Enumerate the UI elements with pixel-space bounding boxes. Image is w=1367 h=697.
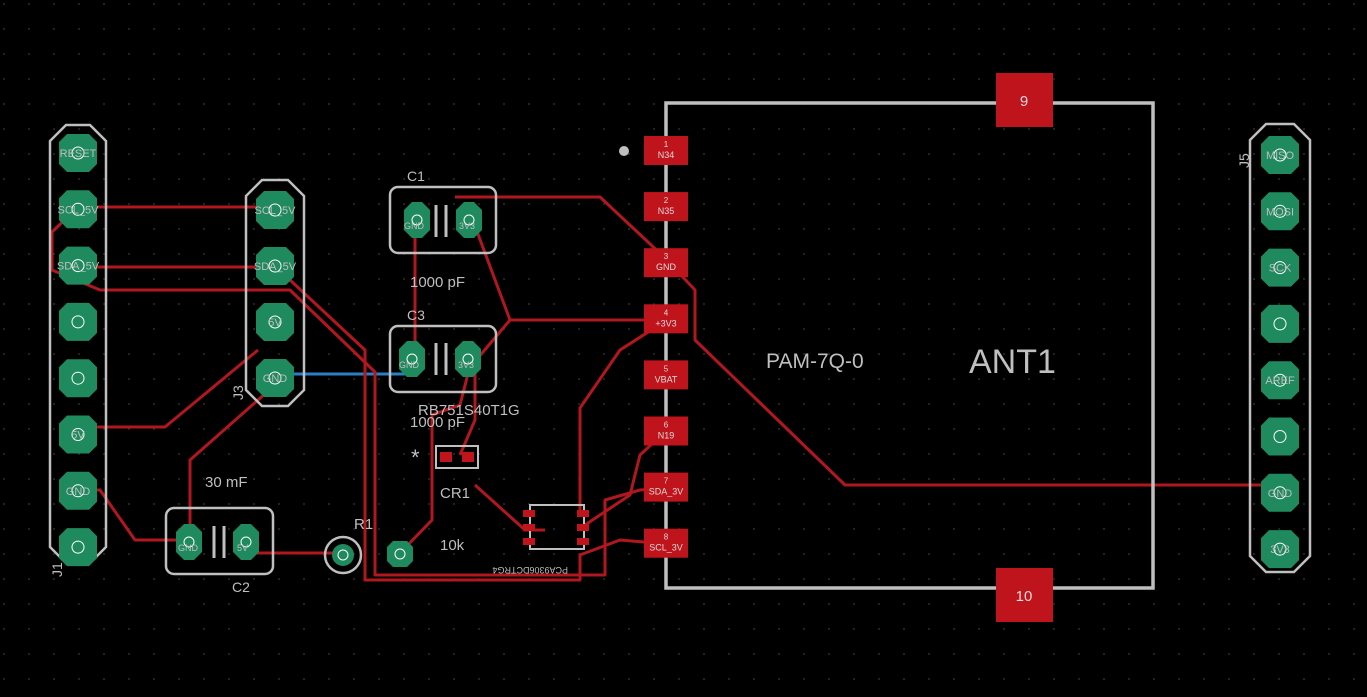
j1-pin-3-label: SDA_5V [57,261,100,273]
module-pin-number: 3 [664,252,669,261]
diode-cr1 [435,445,479,469]
module-pin-number: 6 [664,421,669,430]
c3-value-label: 1000 pF [410,414,465,431]
module-pin-number: 1 [664,140,669,149]
c3-ref-label: C3 [407,307,425,323]
j3-pin-1-label: SCL_5V [255,205,297,217]
c1-ref-label: C1 [407,168,425,184]
header-j3 [244,178,306,408]
j1-pin-2-label: SCL_5V [58,204,100,216]
j3-label: J3 [230,385,246,400]
j5-pin-8: 3V3 [1261,530,1299,569]
j1-pin-1: RESET [59,134,97,172]
cr1-ref-label: CR1 [440,485,470,502]
j5-pin-5: AREF [1261,361,1299,400]
module-pin-number: 2 [664,196,669,205]
capacitor-c2 [164,506,275,576]
cr1-value-label: RB751S40T1G [418,402,520,419]
j1-pin-2: SCL_5V [58,190,100,229]
j1-pin-3: SDA_5V [57,246,100,285]
c3-pad1-label: GND [399,360,420,370]
module-pin-name: N35 [658,206,675,216]
j5-pin-1-label: MISO [1266,150,1295,162]
j5-pin-8-label: 3V3 [1270,544,1290,556]
j3-pin-3: 5V [256,303,294,341]
j1-pin-8 [59,528,97,567]
j5-pin-4 [1261,304,1299,343]
j3-pin-1: SCL_5V [255,191,297,229]
j5-pin-2: MOSI [1261,192,1299,231]
r1-value-label: 10k [440,537,465,554]
j1-pin-5 [59,359,97,398]
j5-label: J5 [1236,153,1252,168]
module-pin-name: SCL_3V [649,543,683,553]
module-pin-number: 8 [664,533,669,542]
j3-pin-4-label: GND [263,373,288,385]
cr1-marker: * [411,445,420,470]
j3-pin-4: GND [256,359,294,397]
c2-pad1-label: GND [178,543,199,553]
c3-pad2-label: 3V3 [458,360,474,370]
j3-pin-2: SDA_5V [254,247,297,285]
module-pin-name: N19 [658,431,675,441]
header-j5 [1248,122,1312,574]
module-pin-number: 5 [664,364,669,373]
module-pin-number: 7 [664,477,669,486]
capacitor-c1 [388,185,498,255]
c1-value-label: 1000 pF [410,274,465,291]
c1-pad1-label: GND [404,221,425,231]
j5-pin-2-label: MOSI [1266,206,1294,218]
ic-u1 [523,504,589,550]
module-pin-name: GND [656,262,677,272]
resistor-r1 [323,535,413,575]
module-pin-name: +3V3 [655,318,676,328]
j5-pin-3-label: SCK [1269,263,1292,275]
c1-pad2-label: 3V3 [459,221,475,231]
c2-pad2-label: 5V [237,543,248,553]
j5-pin-3: SCK [1261,248,1299,287]
c2-ref-label: C2 [232,579,250,595]
j1-pin-1-label: RESET [60,148,97,160]
r1-ref-label: R1 [354,516,373,533]
j1-label: J1 [49,562,65,577]
j5-pin-5-label: AREF [1265,375,1295,387]
j1-pin-6-label: 5V [71,430,85,442]
module-pin-name: SDA_3V [649,487,684,497]
module-name-label: PAM-7Q-0 [766,350,864,373]
antenna-label: ANT1 [969,343,1056,381]
module-pad-10-label: 10 [1016,588,1033,605]
j5-pin-7: GND [1261,473,1299,512]
module-pad-9-label: 9 [1020,93,1028,110]
j5-pin-1: MISO [1261,136,1299,174]
module-pin-name: N34 [658,150,675,160]
j5-pin-7-label: GND [1268,488,1293,500]
j3-pin-2-label: SDA_5V [254,261,297,273]
j1-pin-4 [59,302,97,341]
module-pin-4: 4+3V3 [644,304,688,334]
j1-pin-7-label: GND [66,486,91,498]
capacitor-c3 [388,324,498,394]
u1-mirrored-label: PCA9306DCTRG4 [492,565,568,575]
module-pin-number: 4 [664,308,669,317]
j1-pin-7: GND [59,471,97,510]
j1-pin-6: 5V [59,415,97,454]
gps-module [619,73,1155,622]
j5-pin-6 [1261,417,1299,456]
c2-value-label: 30 mF [205,474,248,491]
j3-pin-3-label: 5V [268,317,282,329]
module-pin-name: VBAT [655,374,678,384]
